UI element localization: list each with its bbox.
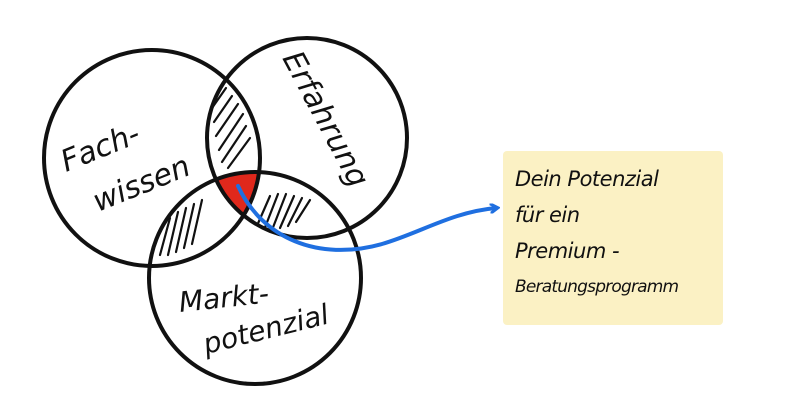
label-erfahrung: Erfahrung	[275, 45, 376, 193]
note-line-4: Beratungsprogramm	[515, 277, 679, 297]
overlap-fachwissen-erfahrung	[210, 86, 252, 170]
circle-marktpotenzial	[147, 170, 363, 386]
sticky-note: Dein Potenzial für ein Premium - Beratun…	[503, 151, 723, 325]
note-line-2: für ein	[515, 203, 580, 227]
overlap-fachwissen-marktpotenzial	[158, 198, 204, 257]
circle-erfahrung	[205, 36, 409, 240]
note-line-1: Dein Potenzial	[515, 167, 659, 191]
circle-fachwissen	[42, 48, 262, 268]
label-marktpotenzial-line1: Markt-	[177, 277, 270, 319]
arrow-to-note	[236, 184, 496, 252]
note-line-3: Premium -	[515, 239, 620, 263]
overlap-erfahrung-marktpotenzial	[254, 192, 312, 232]
